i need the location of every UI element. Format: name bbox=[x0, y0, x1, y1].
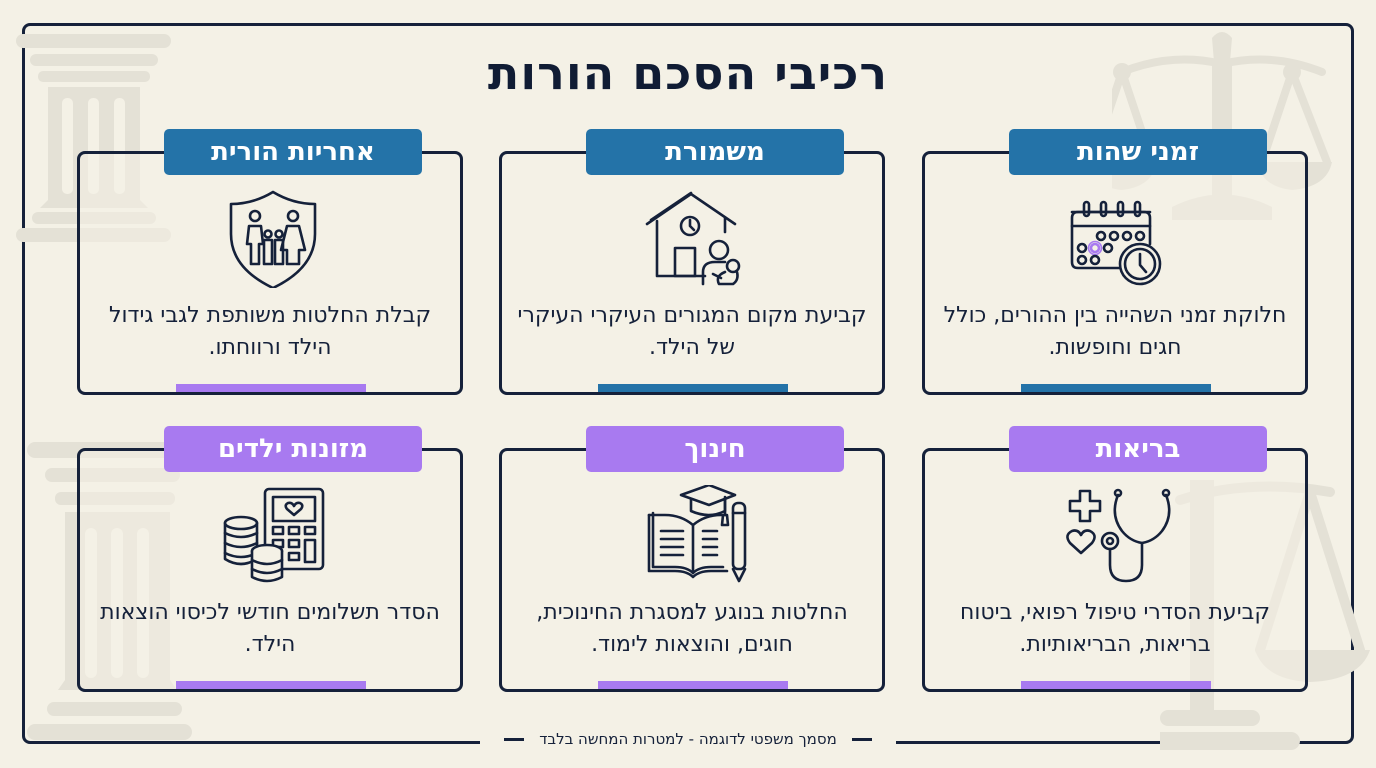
house-parent-child-icon bbox=[635, 188, 755, 288]
accent-bar bbox=[176, 681, 366, 689]
card-child-support-description: הסדר תשלומים חודשי לכיסוי הוצאות הילד. bbox=[100, 600, 440, 657]
book-graduation-icon bbox=[635, 483, 755, 585]
accent-bar bbox=[598, 681, 788, 689]
card-education-title: חינוך bbox=[586, 426, 844, 472]
card-custody-description: קביעת מקום המגורים העיקרי העיקרי של הילד… bbox=[517, 303, 867, 360]
accent-bar bbox=[1021, 681, 1211, 689]
card-custody-title: משמורת bbox=[586, 129, 844, 175]
page-title: רכיבי הסכם הורות bbox=[487, 46, 889, 100]
card-health-description: קביעת הסדרי טיפול רפואי, ביטוח בריאות, ה… bbox=[960, 600, 1270, 657]
card-custody: משמורת קביעת מקום המגורים העיקרי העיקרי … bbox=[499, 129, 885, 395]
family-shield-icon bbox=[213, 188, 333, 290]
card-education: חינוך החלטות בנוגע למסגרת החינוכית, חוגי… bbox=[499, 426, 885, 692]
accent-bar bbox=[1021, 384, 1211, 392]
card-parental-responsibility: אחריות הורית קבלת החלטות משותפת לגבי גיד… bbox=[77, 129, 463, 395]
calendar-clock-icon bbox=[1058, 188, 1178, 288]
stethoscope-icon bbox=[1058, 485, 1178, 585]
card-education-description: החלטות בנוגע למסגרת החינוכית, חוגים, והו… bbox=[536, 600, 848, 657]
accent-bar bbox=[598, 384, 788, 392]
footer-dash bbox=[851, 738, 872, 741]
card-parental-responsibility-description: קבלת החלטות משותפת לגבי גידול הילד ורווח… bbox=[108, 303, 432, 360]
calculator-coins-icon bbox=[213, 485, 333, 585]
footer-disclaimer: מסמך משפטי לדוגמה - למטרות המחשה בלבד bbox=[539, 730, 837, 748]
card-health: בריאות קביעת הסדרי טיפול רפואי, ביטוח בר… bbox=[922, 426, 1308, 692]
footer: מסמך משפטי לדוגמה - למטרות המחשה בלבד bbox=[0, 729, 1376, 748]
footer-dash bbox=[504, 738, 525, 741]
card-health-title: בריאות bbox=[1009, 426, 1267, 472]
card-visitation-description: חלוקת זמני השהייה בין ההורים, כולל חגים … bbox=[943, 303, 1287, 360]
card-child-support: מזונות ילדים הסדר תשלומים חודשי לכיסוי ה… bbox=[77, 426, 463, 692]
card-child-support-title: מזונות ילדים bbox=[164, 426, 422, 472]
card-visitation-title: זמני שהות bbox=[1009, 129, 1267, 175]
card-visitation: זמני שהות חלוקת זמני השהייה בין ההורים, … bbox=[922, 129, 1308, 395]
accent-bar bbox=[176, 384, 366, 392]
card-parental-responsibility-title: אחריות הורית bbox=[164, 129, 422, 175]
